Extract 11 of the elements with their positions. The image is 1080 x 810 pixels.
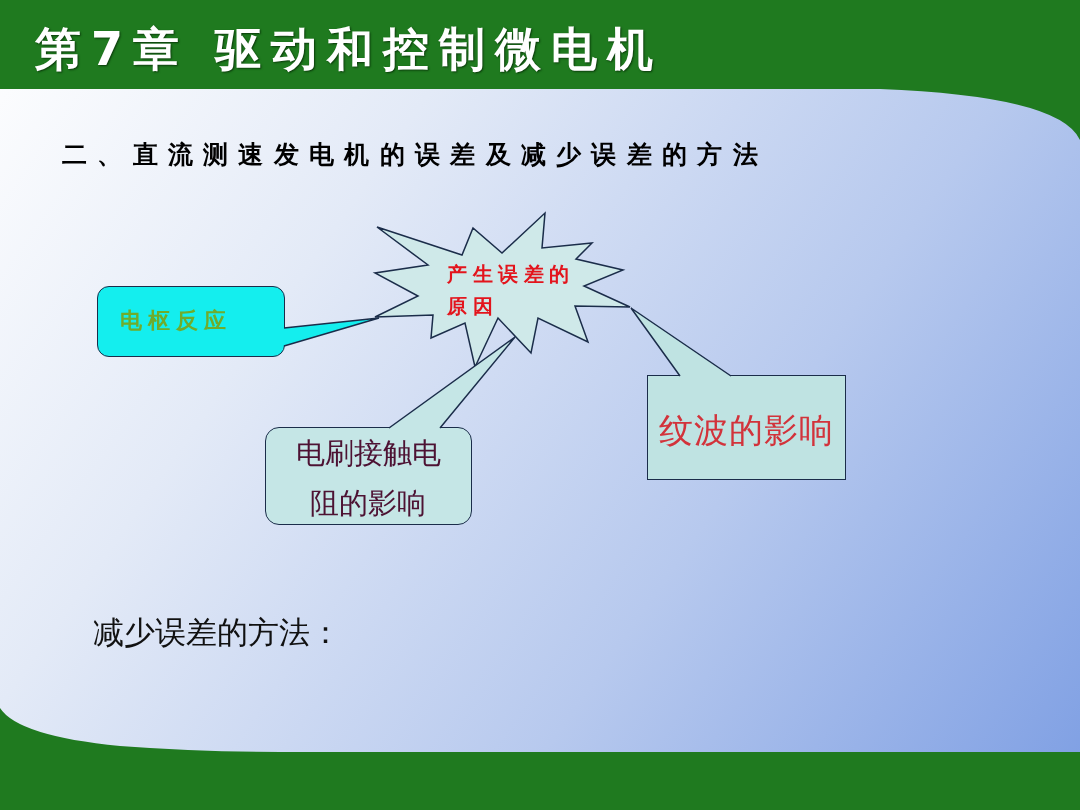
body-text: 减少误差的方法： xyxy=(93,613,341,651)
starburst xyxy=(375,212,631,368)
callout-text: 电枢反应 xyxy=(120,307,232,335)
callout-box xyxy=(265,427,472,525)
callout-text: 纹波的影响 xyxy=(657,410,835,450)
title: 第7章 驱动和控制微电机 xyxy=(35,22,664,77)
section-heading: 二、直流测速发电机的误差及减少误差的方法 xyxy=(62,140,768,170)
starburst-label: 产生误差的原因 xyxy=(447,261,576,320)
callout-box xyxy=(97,286,285,357)
callout-text: 电刷接触电阻的影响 xyxy=(295,435,441,522)
callout-tail xyxy=(388,336,516,429)
